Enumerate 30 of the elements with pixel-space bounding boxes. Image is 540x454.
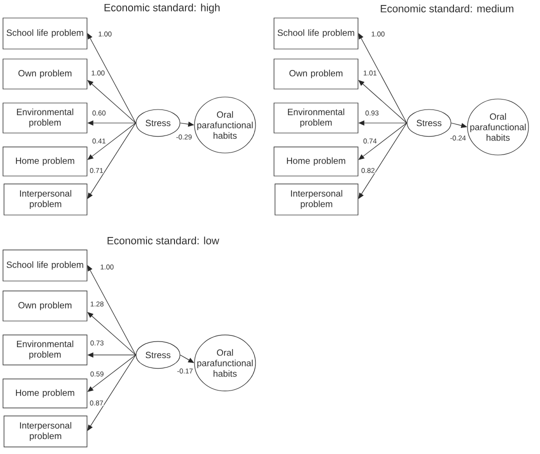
ellipse-node: Oral parafunctional habits — [194, 96, 256, 154]
text-box: Environmental problem — [274, 102, 358, 134]
arrow — [87, 33, 136, 124]
text-box: Home problem — [2, 146, 88, 176]
text-box: Own problem — [2, 290, 88, 322]
arrow — [358, 33, 407, 124]
text-box: Interpersonal problem — [4, 184, 88, 216]
text-box: Home problem — [274, 146, 358, 176]
text-box: School life problem — [274, 18, 358, 50]
text-box: Interpersonal problem — [274, 184, 358, 216]
text-box: Environmental problem — [2, 102, 88, 134]
arrow — [87, 122, 136, 199]
text-box: Home problem — [2, 378, 88, 408]
text-box: Own problem — [274, 58, 358, 90]
text-box: Environmental problem — [2, 334, 88, 366]
arrow — [87, 265, 136, 356]
ellipse-node: Stress — [136, 341, 180, 369]
arrow — [358, 122, 407, 199]
ellipse-node: Stress — [406, 109, 452, 137]
text-box: Own problem — [2, 58, 88, 90]
text-box: School life problem — [2, 250, 88, 282]
panel-title: Economic standard: medium — [380, 4, 514, 12]
arrow — [87, 354, 136, 431]
ellipse-node: Oral parafunctional habits — [194, 334, 256, 392]
panel-title: Economic standard: high — [104, 4, 220, 14]
text-box: School life problem — [2, 18, 88, 50]
text-box: Interpersonal problem — [4, 416, 88, 448]
panel-title: Economic standard: low — [108, 236, 220, 244]
ellipse-node: Stress — [136, 109, 180, 137]
ellipse-node: Oral parafunctional habits — [467, 98, 529, 156]
